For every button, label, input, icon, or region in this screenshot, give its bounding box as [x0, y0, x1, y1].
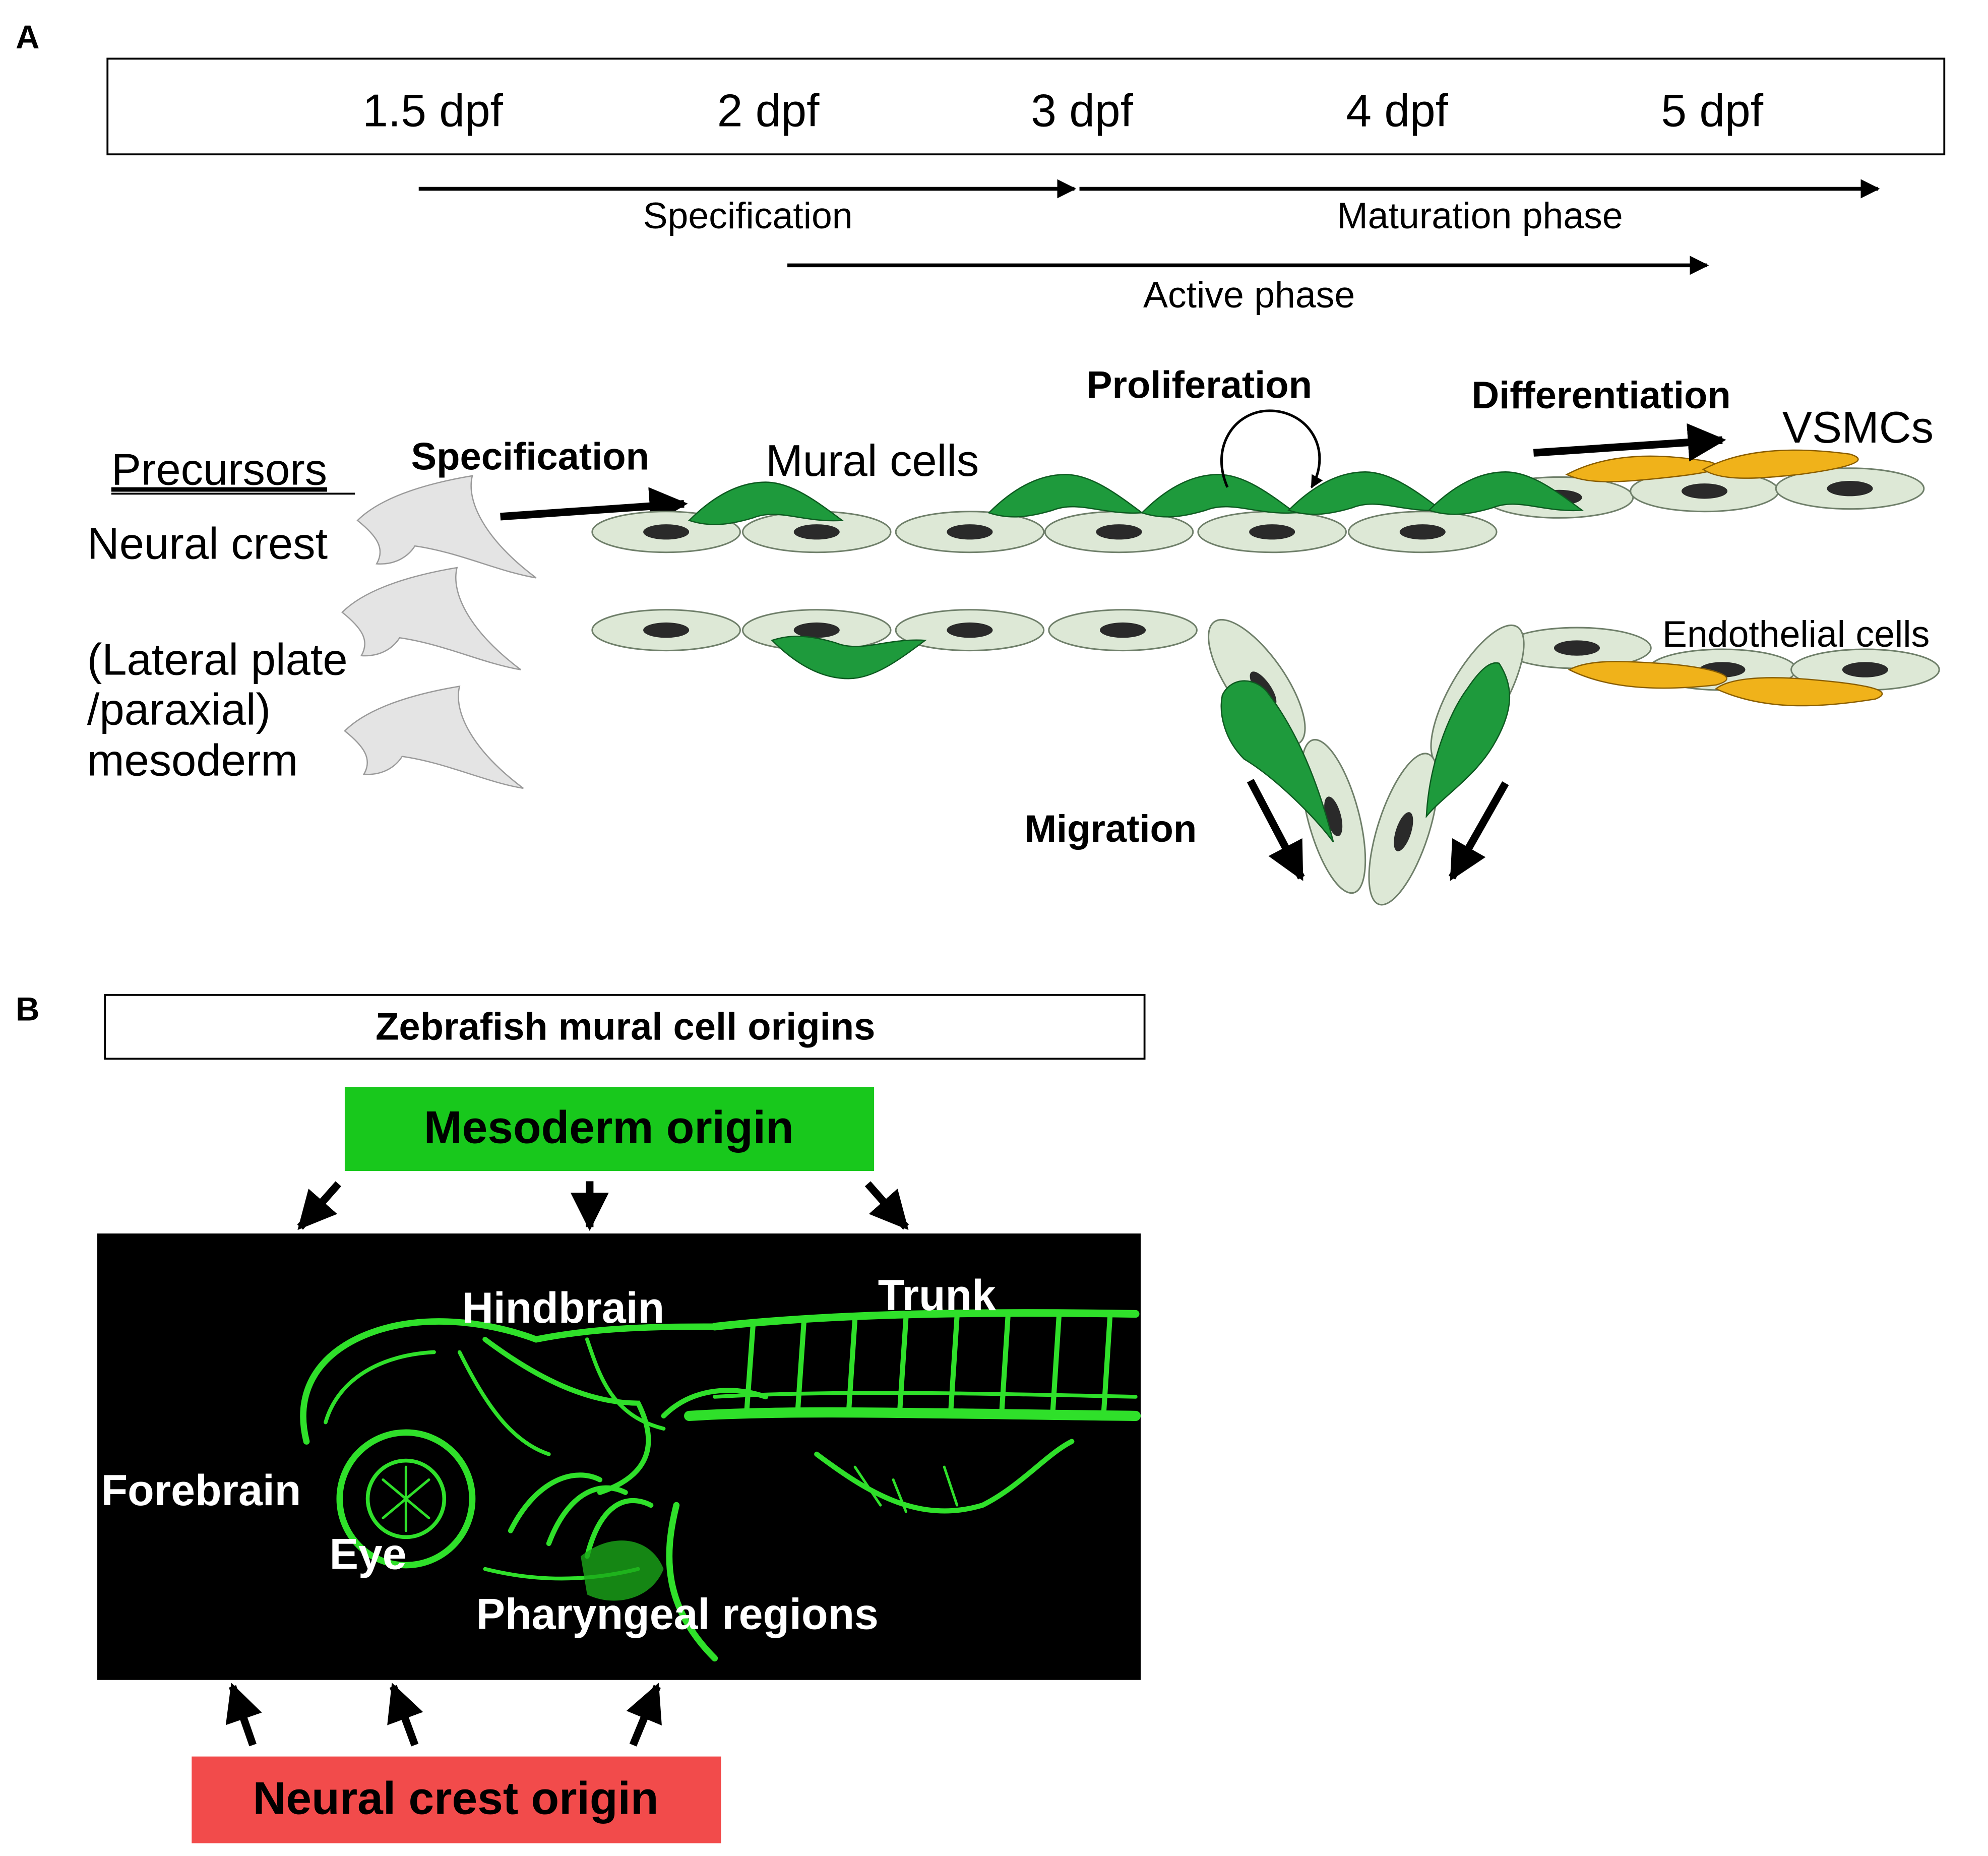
vsmc-cells-top [1565, 449, 1859, 482]
sprouting-vessel [1208, 618, 1525, 906]
region-forebrain-label: Forebrain [101, 1466, 301, 1515]
vsmcs-label: VSMCs [1782, 402, 1934, 452]
region-trunk-label: Trunk [878, 1271, 996, 1320]
mesoderm-origin-label: Mesoderm origin [424, 1102, 794, 1153]
specification-process-label: Specification [411, 435, 649, 478]
timeline-box [106, 57, 1946, 156]
endothelial-cells-label: Endothelial cells [1662, 613, 1930, 655]
neural-crest-origin-label: Neural crest origin [253, 1773, 659, 1824]
tick-5-dpf: 5 dpf [1661, 86, 1763, 137]
differentiation-label: Differentiation [1471, 374, 1730, 417]
region-pharyngeal-label: Pharyngeal regions [476, 1590, 879, 1639]
panel-b-title-box [104, 994, 1146, 1060]
precursors-heading: Precursors [111, 445, 327, 494]
panel-b-label: B [16, 990, 40, 1027]
zebrafish-fluorescence-image [97, 1233, 1141, 1680]
neural-crest-arrow-1 [225, 1683, 262, 1747]
timeline-ticks: 1.5 dpf 2 dpf 3 dpf 4 dpf 5 dpf [362, 86, 1763, 137]
mesoderm-label-line2: /paraxial) [87, 684, 271, 734]
neural-crest-origin-box [192, 1756, 721, 1843]
specification-phase-label: Specification [643, 195, 853, 236]
region-hindbrain-label: Hindbrain [462, 1284, 664, 1332]
mesoderm-origin-box [344, 1087, 875, 1171]
tick-3-dpf: 3 dpf [1031, 86, 1133, 137]
mesoderm-precursor-cell-2 [344, 686, 524, 789]
mural-cells-label: Mural cells [766, 436, 979, 485]
vsmc-cells-bottom [1568, 661, 1883, 707]
mesoderm-label-line3: mesoderm [87, 735, 298, 785]
region-eye-label: Eye [330, 1530, 407, 1579]
proliferation-label: Proliferation [1087, 364, 1312, 407]
mesoderm-label-line1: (Lateral plate [87, 635, 348, 685]
neural-crest-label: Neural crest [87, 518, 328, 568]
neural-crest-arrow-3 [626, 1683, 662, 1747]
proliferation-cycle-arrow [1220, 409, 1323, 488]
specification-process-arrow [500, 487, 688, 526]
differentiation-arrow [1533, 423, 1726, 462]
panel-b-title: Zebrafish mural cell origins [376, 1005, 875, 1048]
migration-arrow-right [1448, 781, 1509, 881]
tick-2-dpf: 2 dpf [717, 86, 820, 137]
migration-label: Migration [1025, 808, 1197, 850]
panel-a-label: A [16, 18, 40, 55]
tick-4-dpf: 4 dpf [1346, 86, 1448, 137]
migration-arrow-left [1247, 779, 1305, 881]
mesoderm-precursor-cell-1 [341, 567, 522, 670]
maturation-phase-label: Maturation phase [1337, 195, 1623, 236]
active-phase-label: Active phase [1143, 274, 1355, 316]
mesoderm-arrow-left [297, 1181, 341, 1230]
mesoderm-arrow-right [864, 1181, 909, 1230]
neural-crest-precursor-cell [356, 475, 537, 579]
tick-1-5-dpf: 1.5 dpf [362, 86, 503, 137]
neural-crest-arrow-2 [387, 1683, 423, 1747]
